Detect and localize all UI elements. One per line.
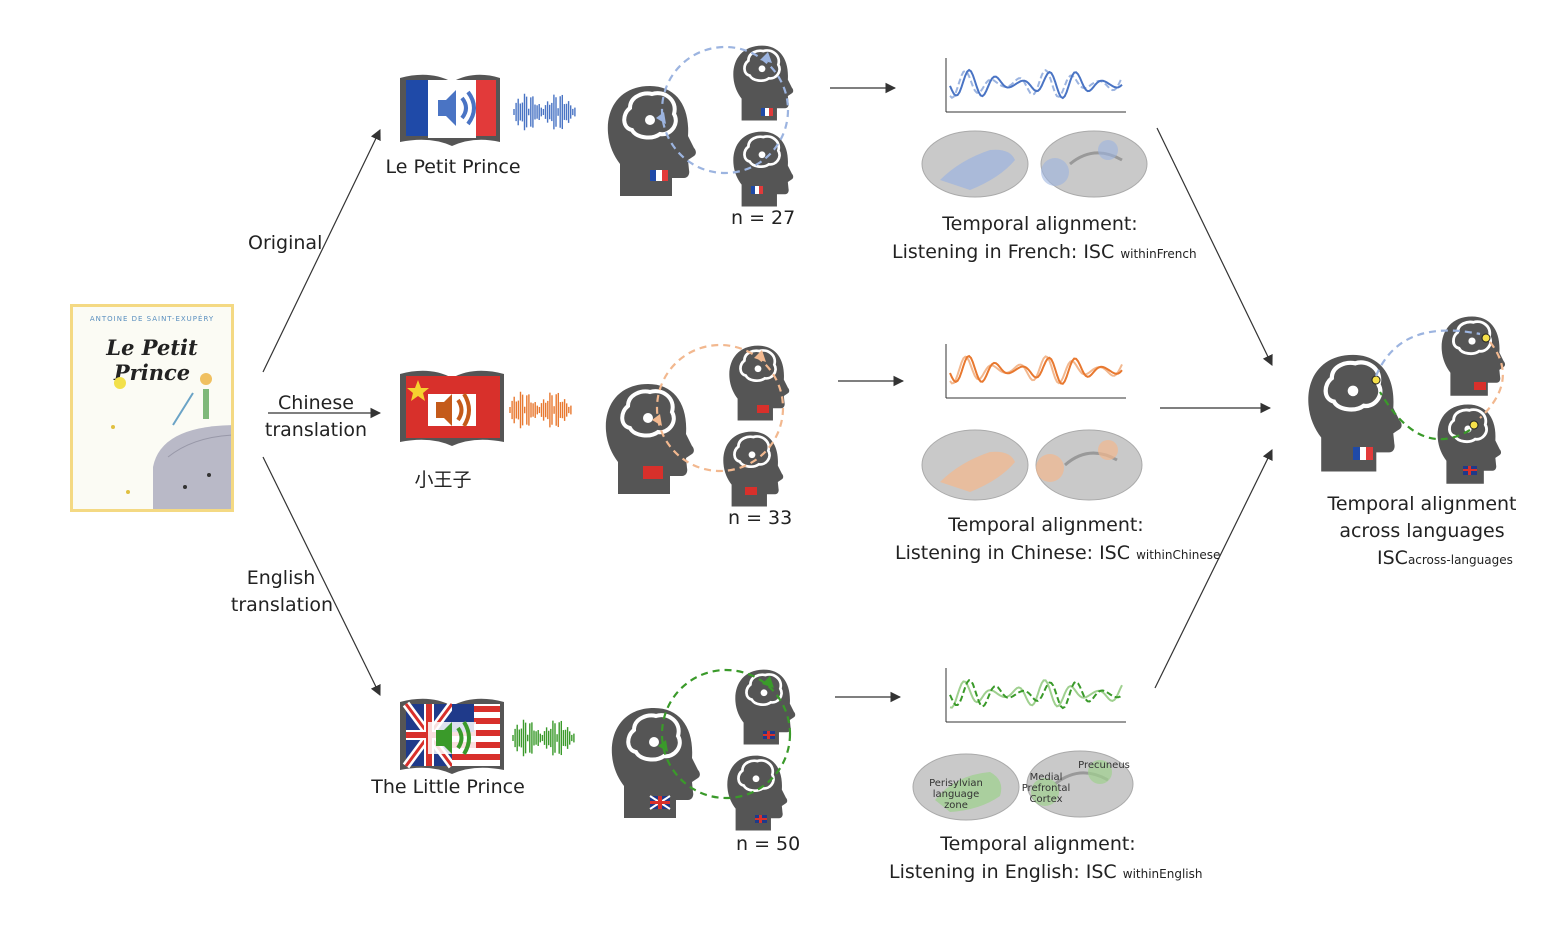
english-timeseries-plot	[945, 668, 1126, 723]
english-listener-group	[609, 668, 797, 832]
book-title-chinese: 小王子	[414, 469, 472, 491]
isc-chinese-label: Listening in Chinese: ISC	[895, 542, 1131, 564]
isc-french-subscript: withinFrench	[1120, 247, 1197, 261]
arrow-english-to-result	[1154, 449, 1273, 689]
french-brain-icons	[921, 130, 1148, 198]
isc-french-heading: Temporal alignment:	[942, 213, 1138, 235]
little-prince-illustration	[111, 373, 231, 509]
isc-french-label: Listening in French: ISC	[892, 241, 1115, 263]
isc-chinese-subscript: withinChinese	[1136, 548, 1221, 562]
time-series-trace	[949, 679, 1123, 710]
book-title-french: Le Petit Prince	[385, 156, 521, 178]
cover-title: Le Petit Prince	[106, 335, 198, 385]
isc-french-caption: Listening in French: ISC withinFrench	[892, 241, 1197, 263]
french-sound-wave-icon	[513, 93, 576, 131]
cross-language-listener-group	[1308, 315, 1507, 486]
isc-english-label: Listening in English: ISC	[889, 861, 1117, 883]
time-series-trace	[949, 68, 1123, 100]
isc-english-heading: Temporal alignment:	[940, 833, 1136, 855]
result-line2: across languages	[1339, 520, 1505, 542]
french-timeseries-plot	[945, 58, 1126, 113]
chinese-sound-wave-icon	[509, 391, 572, 429]
chinese-listener-group	[603, 343, 791, 508]
chinese-book-icon	[400, 370, 504, 446]
time-series-trace	[949, 354, 1123, 385]
sample-size-chinese: n = 33	[728, 507, 793, 529]
isc-english-subscript: withinEnglish	[1122, 867, 1203, 881]
english-sound-wave-icon	[512, 719, 575, 757]
label-chinese-line1: Chinese	[278, 392, 354, 414]
isc-chinese-caption: Listening in Chinese: ISC withinChinese	[895, 542, 1220, 564]
book-title-english: The Little Prince	[371, 776, 525, 798]
result-line1: Temporal alignment	[1327, 493, 1517, 515]
sample-size-english: n = 50	[736, 833, 801, 855]
arrow-english	[262, 456, 381, 696]
label-chinese-line2: translation	[264, 419, 368, 441]
book-cover: ANTOINE DE SAINT-EXUPÉRY Le Petit Prince	[70, 304, 234, 512]
region-precuneus: Precuneus	[1078, 760, 1130, 771]
result-isc-label: ISC	[1377, 547, 1408, 569]
region-perisylvian: Perisylvian language zone	[929, 778, 983, 811]
isc-english-caption: Listening in English: ISC withinEnglish	[889, 861, 1202, 883]
label-original: Original	[248, 232, 323, 254]
label-english-line1: English	[246, 567, 316, 589]
label-english-line2: translation	[230, 594, 334, 616]
result-isc-subscript: across-languages	[1407, 553, 1513, 567]
french-book-icon	[400, 74, 500, 146]
arrow-original	[262, 129, 381, 373]
result-isc: ISCacross-languages	[1377, 547, 1513, 569]
french-listener-group	[605, 44, 795, 208]
english-book-icon	[400, 698, 504, 774]
sample-size-french: n = 27	[731, 207, 796, 229]
arrow-french-to-result	[1156, 127, 1273, 366]
english-brain-icons	[912, 750, 1134, 821]
cover-author: ANTOINE DE SAINT-EXUPÉRY	[89, 315, 215, 323]
chinese-timeseries-plot	[945, 344, 1126, 399]
isc-chinese-heading: Temporal alignment:	[948, 514, 1144, 536]
chinese-brain-icons	[921, 429, 1143, 501]
region-mpfc: Medial Prefrontal Cortex	[1021, 772, 1071, 805]
